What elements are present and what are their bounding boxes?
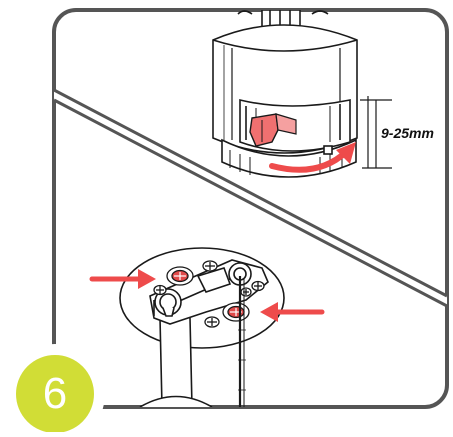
spring-clip-latch	[249, 113, 297, 147]
step-badge	[5, 344, 105, 437]
highlighted-screw-left	[166, 266, 194, 286]
dimension-bracket	[360, 96, 392, 169]
pointer-arrow-left	[89, 269, 156, 289]
mounting-plate	[119, 247, 285, 407]
highlighted-screw-right	[222, 302, 250, 322]
pointer-arrow-right	[260, 302, 325, 322]
step-number: 6	[42, 369, 68, 418]
fixture-housing	[212, 10, 358, 178]
ceiling-plane	[54, 88, 447, 308]
dimension-label: 9-25mm	[381, 125, 434, 141]
power-cable	[238, 276, 246, 407]
rotate-arrow	[269, 142, 356, 173]
